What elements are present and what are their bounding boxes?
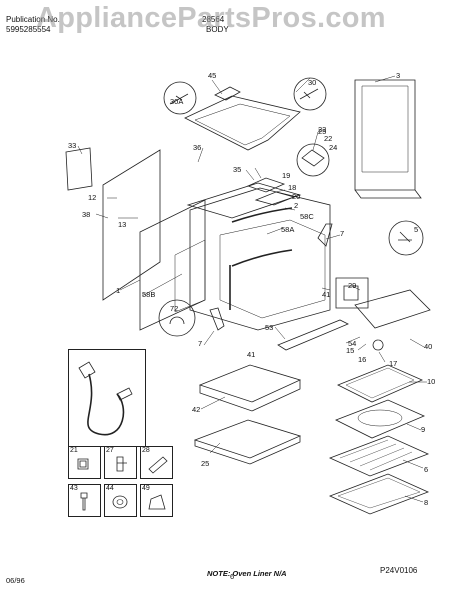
callout-38: 38 [82,210,90,219]
callout-24: 24 [329,143,337,152]
callout-5: 5 [414,225,418,234]
callout-41-right: 41 [322,290,330,299]
cooktop-top [186,182,302,219]
inset-cell-21: 21 [68,446,101,479]
model-number: 28564 [202,15,225,24]
burner-assembly [246,177,286,193]
figure-code: P24V0106 [380,566,418,575]
callout-19: 19 [282,171,290,180]
callout-41-lower: 41 [247,350,255,359]
callout-12: 12 [88,193,96,202]
oven-body [189,187,331,331]
callout-45: 45 [208,71,216,80]
detail-circle-5 [388,220,424,256]
hinge-right [317,223,333,247]
callout-58a: 58A [281,225,294,234]
callout-17: 17 [389,359,397,368]
watermark: AppliancePartsPros.com [36,2,386,34]
publication-number: 5995285554 [6,25,51,34]
callout-18: 18 [288,183,296,192]
callout-2: 2 [294,201,298,210]
broil-pan-insert [337,364,423,403]
callout-72: 72 [170,304,178,313]
callout-9: 9 [421,425,425,434]
power-cord-drawing [78,361,133,436]
callout-6: 6 [424,465,428,474]
callout-42: 42 [192,405,200,414]
callout-25: 25 [201,459,209,468]
callout-35: 35 [233,165,241,174]
callout-33: 33 [68,141,76,150]
inset-cell-28: 28 [140,446,173,479]
control-box [65,147,93,191]
detail-circle-24 [296,143,330,177]
inset-cell-43: 43 [68,484,101,517]
inset-cell-27: 27 [104,446,137,479]
callout-3: 3 [396,71,400,80]
callout-30: 30 [308,78,316,87]
footer-page-number: 6 [230,572,235,581]
callout-1: 1 [116,286,120,295]
callout-7-lower: 7 [198,339,202,348]
callout-58c: 58C [300,212,314,221]
knob-16 [372,339,384,351]
inset-cell-49: 49 [140,484,173,517]
drawer-liner [198,364,302,403]
detail-circle-72 [158,299,196,337]
drawer-rail [277,319,349,351]
inset-cell-44: 44 [104,484,137,517]
inset-box-39 [68,349,146,447]
hinge-left [209,307,225,331]
cooktop-tray [184,95,301,151]
callout-22: 22 [324,134,332,143]
callout-23: 23 [318,125,326,134]
broil-pan [335,399,426,439]
publication-label: Publication No. [6,15,60,24]
footer-date: 06/96 [6,576,25,585]
oven-liner-note: NOTE: Oven Liner N/A [207,569,287,578]
broil-drawer-frame [354,289,431,329]
inset-grid: 21 27 28 43 44 49 [68,446,174,522]
callout-30a: 30A [170,97,183,106]
callout-29: 29 [348,281,356,290]
section-title: BODY [206,25,229,34]
callout-58b: 58B [142,290,155,299]
callout-53: 53 [265,323,273,332]
oven-rack [328,435,430,477]
callout-25-top: 25 [318,127,326,136]
callout-36: 36 [193,143,201,152]
oven-bottom [328,473,430,515]
callout-15: 15 [346,346,354,355]
detail-box-29 [335,277,369,309]
callout-8: 8 [424,498,428,507]
detail-circle-30a [163,81,197,115]
oven-door [354,79,416,191]
callout-13: 13 [118,220,126,229]
callout-54: 54 [348,339,356,348]
bracket-45 [214,86,241,101]
callout-16: 16 [358,355,366,364]
callout-10: 10 [427,377,435,386]
callout-40: 40 [424,342,432,351]
callout-20: 20 [292,192,300,201]
callout-7-upper: 7 [340,229,344,238]
side-panel [102,149,161,301]
